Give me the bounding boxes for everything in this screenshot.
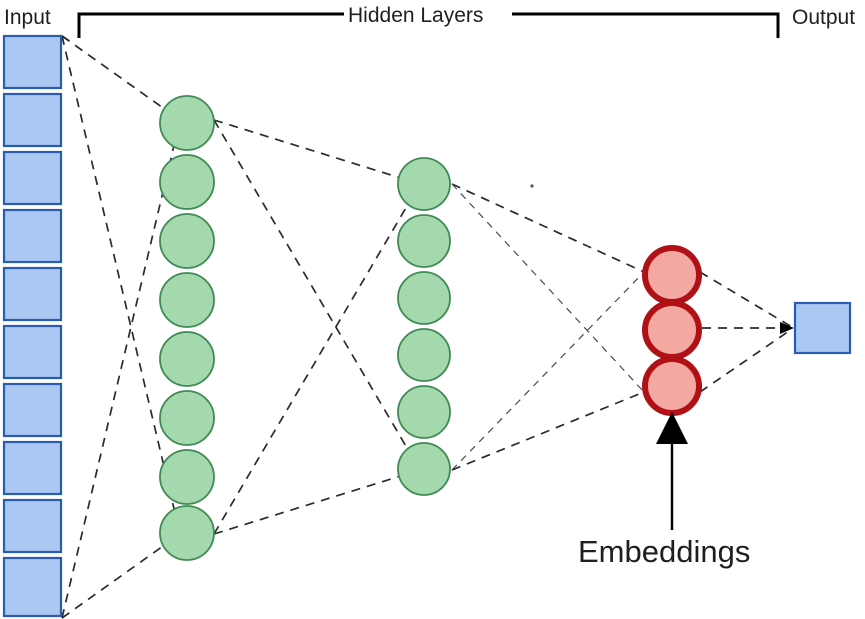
edge-connection [61,119,181,619]
input-node [2,34,63,90]
hidden-node [159,390,215,446]
edge-connection [451,183,645,393]
edges-hidden2-to-embeddings [451,183,645,471]
input-node [2,324,63,380]
bracket-left-segment [77,12,344,38]
hidden-node [159,449,215,505]
edge-connection [451,183,645,273]
bracket-right-segment [512,12,780,38]
edges-embeddings-to-output [699,271,794,393]
hidden-node [397,328,451,382]
hidden-node [159,154,215,210]
stray-mark-artifact [530,184,534,188]
output-label: Output [792,6,855,29]
edge-connection [213,183,421,535]
hidden-node [159,213,215,269]
input-layer [2,34,63,618]
hidden-node [159,505,215,561]
hidden-node [397,214,451,268]
input-node [2,382,63,438]
hidden-node [397,442,451,496]
embedding-node [642,356,702,416]
hidden-layers-label: Hidden Layers [348,4,483,27]
input-node [2,92,63,148]
edge-connection [61,533,181,619]
embeddings-annotation: Embeddings [578,412,750,569]
edge-connection [451,391,645,471]
edge-connection [699,328,793,393]
input-node [2,150,63,206]
edge-connection [451,271,645,471]
hidden-layer-1 [159,95,215,561]
embedding-node [642,245,702,305]
hidden-node [159,95,215,151]
edge-connection [699,271,793,328]
edge-connection [213,119,421,185]
edge-arrow-tick [61,35,75,45]
edge-connection [213,469,421,535]
edges-hidden1-to-hidden2 [213,119,421,535]
input-node [2,208,63,264]
embedding-layer [642,245,702,416]
hidden-node [159,331,215,387]
embeddings-label: Embeddings [578,534,750,569]
input-label: Input [4,6,51,29]
hidden-node [397,157,451,211]
hidden-node [159,272,215,328]
edges-input-to-hidden1 [61,35,181,619]
output-arrowhead [780,322,794,334]
output-layer [793,301,852,355]
edge-connection [213,119,421,471]
embeddings-arrow-head [656,412,688,444]
input-node [2,266,63,322]
embedding-node [642,300,702,360]
hidden-node [397,385,451,439]
hidden-layers-bracket [77,12,780,38]
input-node [2,498,63,554]
input-node [2,556,63,618]
hidden-layer-2 [397,157,451,496]
input-node [2,440,63,496]
edge-connection [61,35,181,535]
output-node [793,301,852,355]
hidden-node [397,271,451,325]
edge-connection [61,35,181,121]
